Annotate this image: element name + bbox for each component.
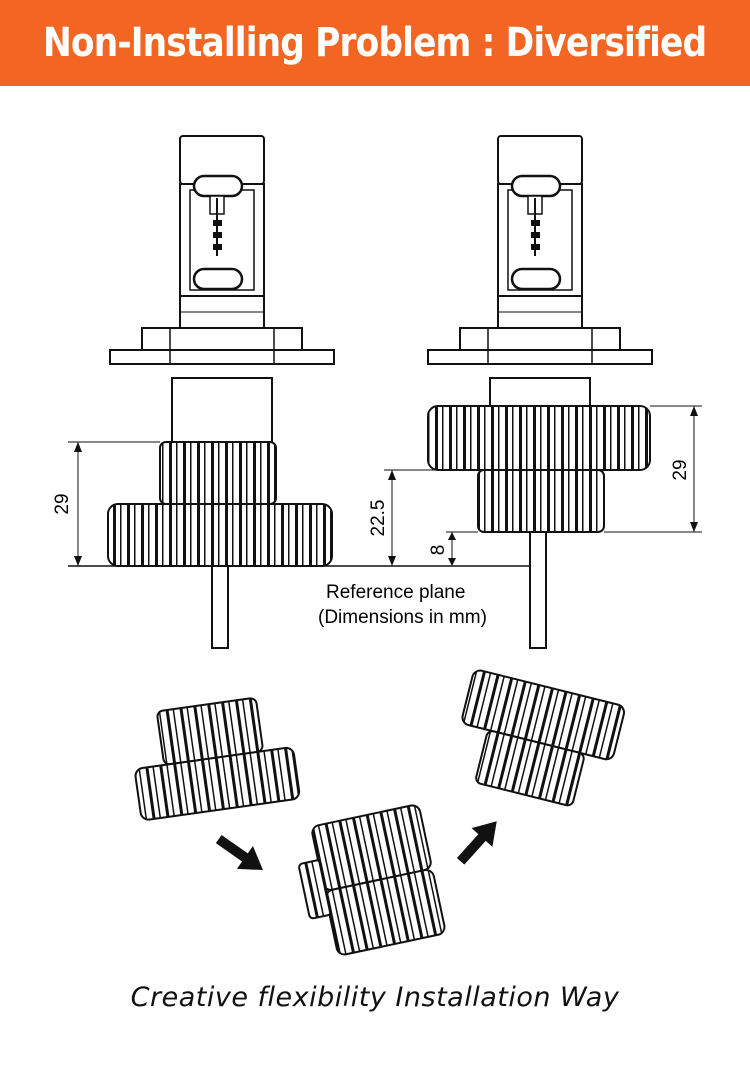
- heatsink-orientation-2: [298, 804, 446, 956]
- heatsink-orientation-3: [461, 669, 626, 807]
- reference-plane-label: Reference plane: [326, 582, 465, 603]
- installation-caption: Creative flexibility Installation Way: [130, 982, 620, 1013]
- heatsink-orientation-1: [134, 697, 301, 821]
- right-dimension-29: 29: [670, 459, 691, 480]
- arrow-right-down-icon: [215, 834, 263, 871]
- arrow-right-up-icon: [456, 821, 497, 865]
- page-title: Non-Installing Problem : Diversified: [43, 20, 707, 66]
- technical-diagram: 29 29 22.5 8 Reference plane (Dimensions…: [52, 134, 702, 956]
- left-bulb-drawing: [68, 134, 336, 649]
- left-dimension-29: 29: [52, 493, 73, 514]
- right-bulb-drawing: [384, 134, 702, 649]
- header-banner: Non-Installing Problem : Diversified: [0, 0, 750, 86]
- dimensions-unit-label: (Dimensions in mm): [318, 607, 487, 628]
- right-dimension-22-5: 22.5: [368, 500, 389, 537]
- right-dimension-8: 8: [428, 545, 449, 556]
